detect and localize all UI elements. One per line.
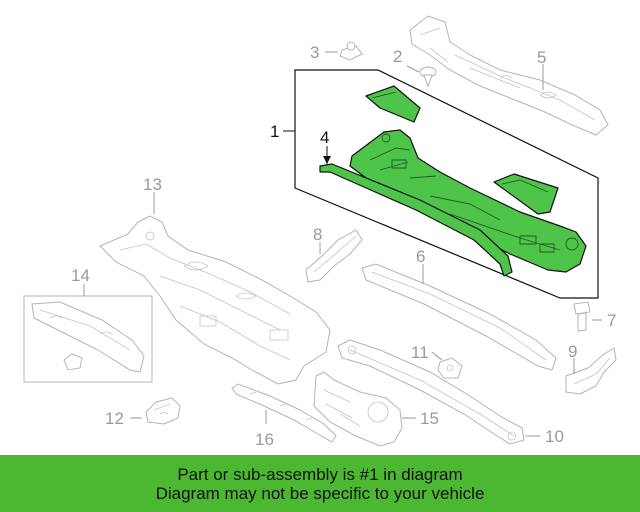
callout-7: 7 (607, 311, 616, 330)
part-15-lower-panel[interactable] (313, 371, 403, 447)
callout-12: 12 (105, 409, 124, 428)
leader-11 (431, 351, 443, 361)
callout-5: 5 (537, 48, 546, 67)
part-10-lower-brace[interactable] (337, 339, 525, 445)
part-8-bracket[interactable] (305, 229, 363, 283)
notice-banner: Part or sub-assembly is #1 in diagram Di… (0, 455, 640, 512)
callout-2: 2 (393, 47, 402, 66)
part-6-brace[interactable] (361, 263, 557, 371)
callout-6: 6 (416, 247, 425, 266)
callout-8: 8 (313, 225, 322, 244)
part-2-push-pin[interactable] (419, 66, 437, 88)
part-11-nut[interactable] (437, 357, 463, 379)
part-12-clip-bracket[interactable] (145, 397, 181, 425)
callout-15: 15 (420, 409, 439, 428)
callout-3: 3 (310, 43, 319, 62)
part-1-cowl-top-panel-highlighted[interactable] (319, 85, 587, 277)
exploded-parts-diagram: 5 3 2 1 4 13 (23, 15, 617, 449)
part-9-bracket[interactable] (565, 347, 617, 395)
callout-10: 10 (545, 427, 564, 446)
leader-2 (406, 65, 420, 73)
callout-11: 11 (411, 343, 429, 362)
sub-assembly-1-frame (294, 69, 599, 299)
callout-1: 1 (270, 122, 279, 141)
banner-line-1: Part or sub-assembly is #1 in diagram (177, 464, 463, 484)
part-14-bracket[interactable] (31, 301, 145, 373)
callout-4: 4 (320, 128, 329, 147)
part-13-dash-panel[interactable] (99, 215, 331, 385)
part-16-seal-strip[interactable] (231, 383, 337, 443)
banner-line-2: Diagram may not be specific to your vehi… (155, 483, 485, 503)
part-5-cowl-panel[interactable] (409, 15, 609, 136)
callout-9: 9 (568, 342, 577, 361)
arrow-4 (323, 156, 331, 164)
callout-13: 13 (143, 175, 162, 194)
callout-16: 16 (255, 430, 274, 449)
part-7-bolt[interactable] (573, 301, 591, 332)
part-3-clip[interactable] (339, 41, 363, 61)
callout-14: 14 (71, 266, 90, 285)
part-14-frame (23, 295, 153, 383)
